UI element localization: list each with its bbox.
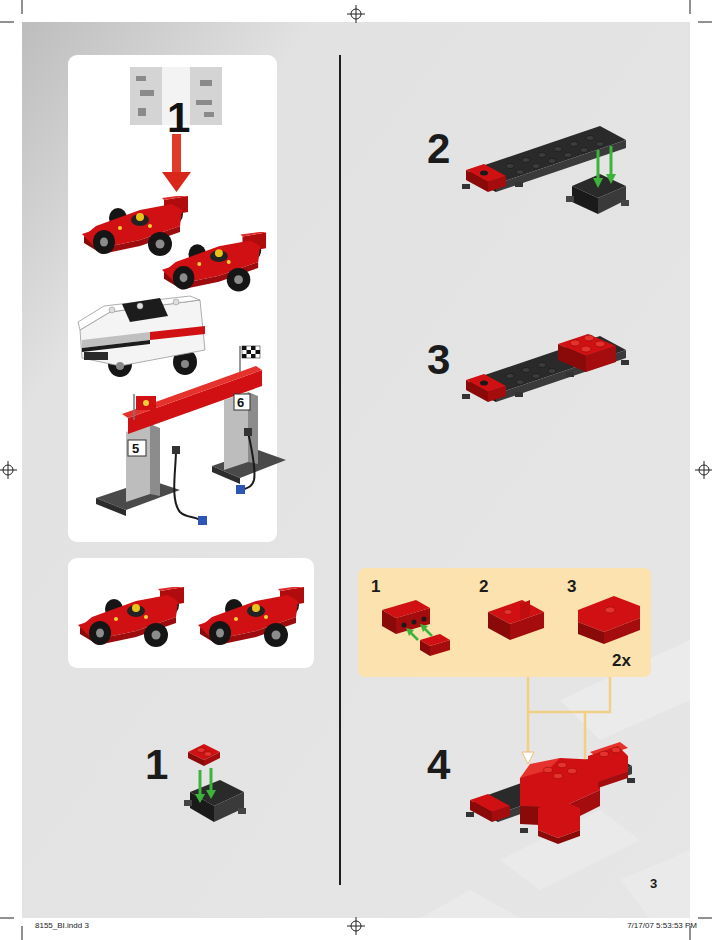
bag-number: 1 — [167, 97, 190, 139]
sub-assembly-panel: 1 2 3 2x — [358, 568, 651, 677]
step-number: 1 — [145, 744, 168, 786]
step-number: 2 — [427, 128, 450, 170]
step-number: 4 — [427, 744, 450, 786]
svg-text:6: 6 — [237, 395, 244, 410]
parts-bag-panel: 1 — [68, 55, 277, 542]
quantity-callout: 2x — [612, 652, 631, 669]
substep-number: 3 — [567, 578, 576, 595]
page-number: 3 — [650, 877, 657, 890]
print-date: 7/17/07 5:53:53 PM — [627, 922, 697, 930]
step-number: 3 — [427, 339, 450, 381]
file-slug: 8155_BI.indd 3 — [35, 922, 89, 930]
substep-number: 2 — [479, 578, 488, 595]
substep-number: 1 — [371, 578, 380, 595]
svg-text:5: 5 — [132, 441, 139, 456]
